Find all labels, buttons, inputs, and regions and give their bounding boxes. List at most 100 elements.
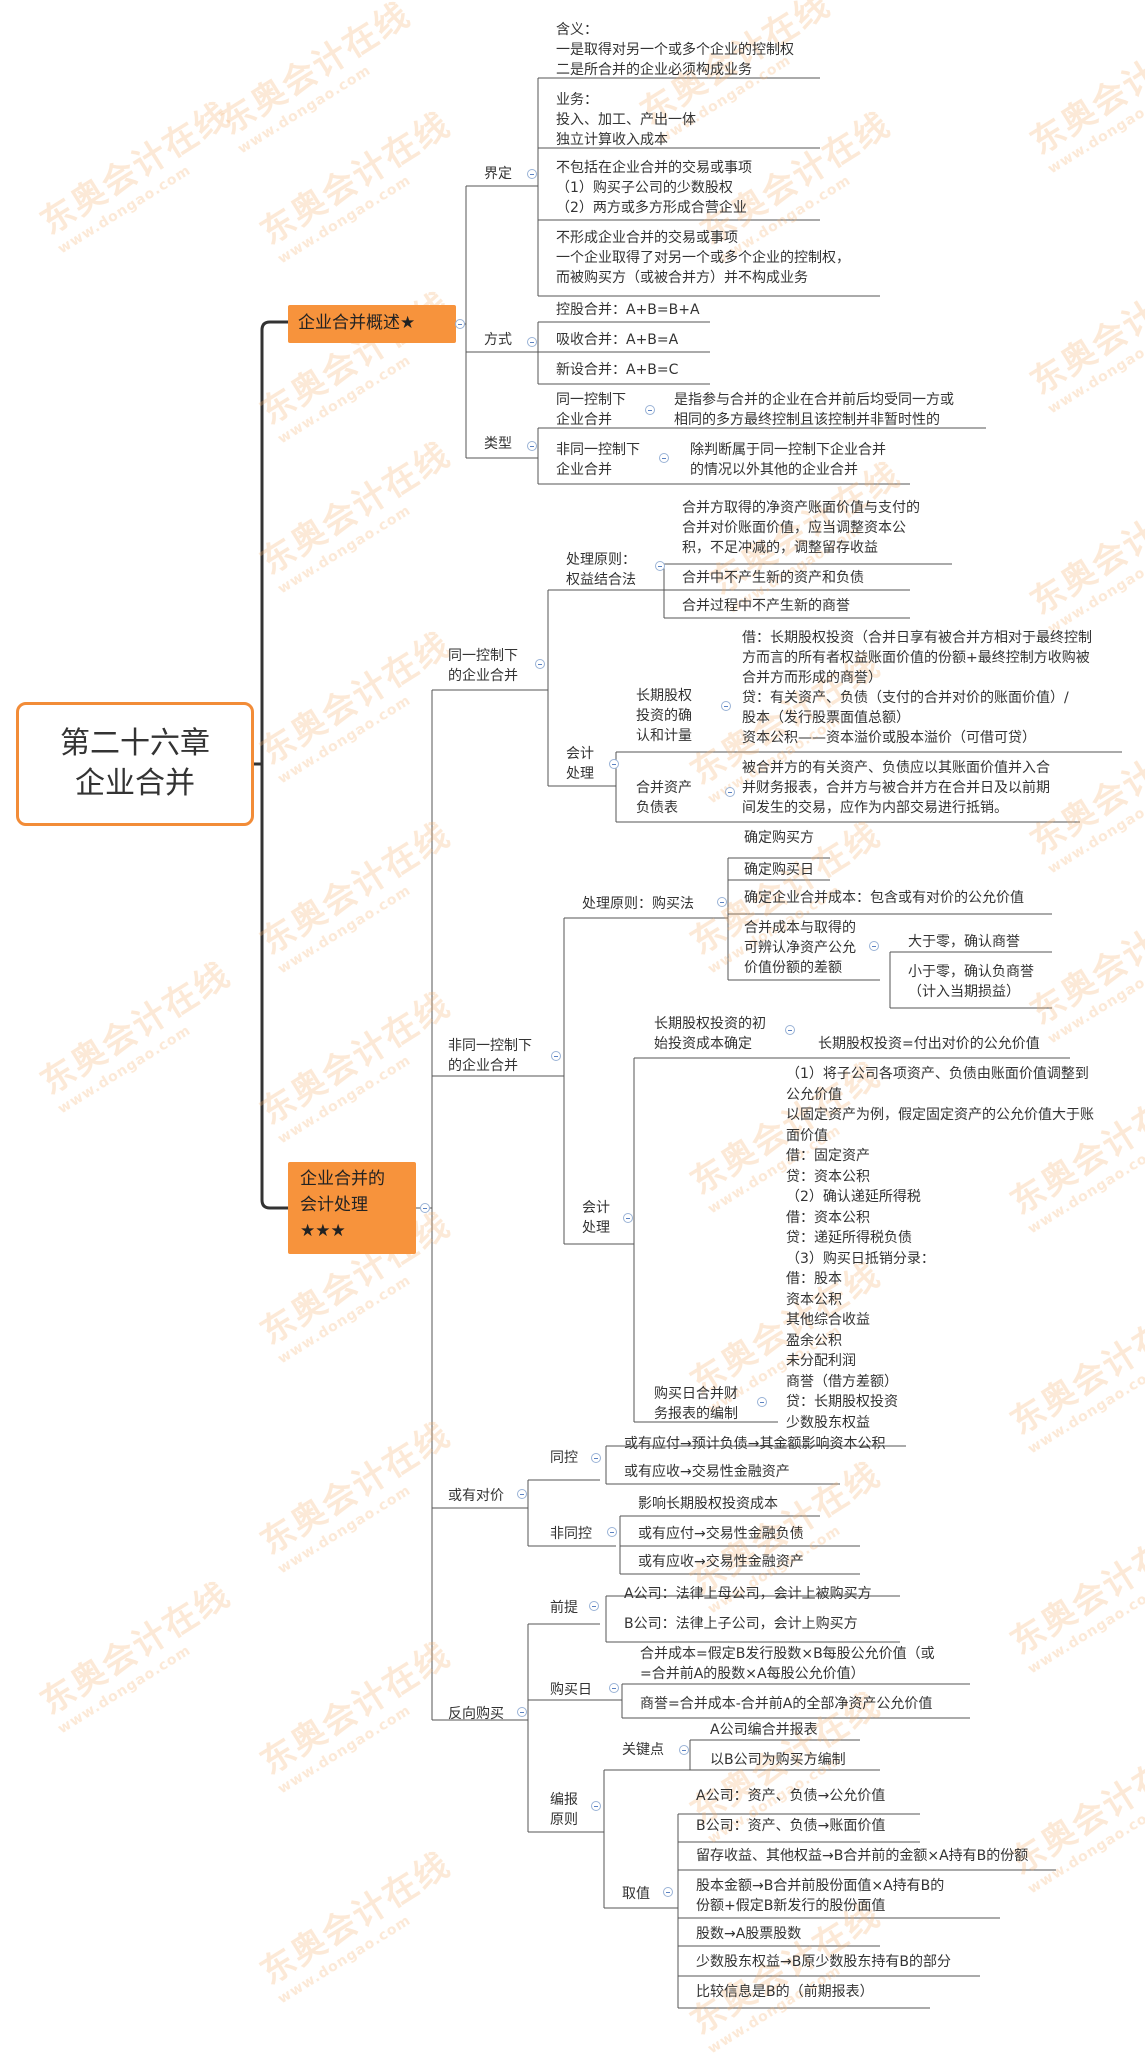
reverse-key-1[interactable]: A公司编合并报表 [710, 1720, 818, 1740]
collapse-icon[interactable] [517, 1489, 527, 1499]
reverse-label[interactable]: 反向购买 [448, 1704, 504, 1724]
topic-overview[interactable]: 企业合并概述★ [288, 305, 456, 343]
label-define[interactable]: 界定 [484, 164, 512, 184]
define-meaning[interactable]: 含义：一是取得对另一个或多个企业的控制权二是所合并的企业必须构成业务 [556, 20, 794, 80]
contingent-diff-3[interactable]: 或有应收→交易性金融资产 [638, 1552, 804, 1572]
reverse-value-6[interactable]: 少数股东权益→B原少数股东持有B的部分 [696, 1952, 951, 1972]
same-acct-label-line: 会计 [566, 746, 594, 762]
contingent-same-1[interactable]: 或有应付→预计负债→其金额影响资本公积 [624, 1434, 885, 1454]
same-merge-label[interactable]: 合并资产负债表 [636, 778, 692, 818]
reverse-date-cost[interactable]: 合并成本=假定B发行股数×B每股公允价值（或=合并前A的股数×A每股公允价值） [640, 1644, 935, 1684]
diff-acct-label[interactable]: 会计处理 [582, 1198, 610, 1238]
collapse-icon[interactable] [517, 1707, 527, 1717]
reverse-premise-label[interactable]: 前提 [550, 1598, 578, 1618]
collapse-icon[interactable] [607, 1527, 617, 1537]
reverse-value-2[interactable]: B公司：资产、负债→账面价值 [696, 1816, 885, 1836]
same-principle-label[interactable]: 处理原则：权益结合法 [566, 550, 636, 590]
diff-consol-label[interactable]: 购买日合并财务报表的编制 [654, 1384, 738, 1424]
contingent-label[interactable]: 或有对价 [448, 1486, 504, 1506]
reverse-key-label[interactable]: 关键点 [622, 1740, 664, 1760]
diff-lt-zero[interactable]: 小于零，确认负商誉（计入当期损益） [908, 962, 1034, 1002]
define-notform-line: 一个企业取得了对另一个或多个企业的控制权， [556, 250, 850, 266]
reverse-premise-a[interactable]: A公司：法律上母公司，会计上被购买方 [624, 1584, 872, 1604]
collapse-icon[interactable] [455, 319, 465, 329]
diff-item-date[interactable]: 确定购买日 [744, 860, 814, 880]
diff-principle-label[interactable]: 处理原则：购买法 [582, 894, 694, 914]
collapse-icon[interactable] [527, 337, 537, 347]
define-meaning-line: 一是取得对另一个或多个企业的控制权 [556, 42, 794, 58]
topic-accounting[interactable]: 企业合并的会计处理★★★ [288, 1162, 416, 1254]
reverse-value-4[interactable]: 股本金额→B合并前股份面值×A持有B的份额+假定B新发行的股份面值 [696, 1876, 944, 1916]
reverse-value-label[interactable]: 取值 [622, 1884, 650, 1904]
reverse-value-7[interactable]: 比较信息是B的（前期报表） [696, 1982, 874, 2002]
diff-control-label[interactable]: 非同一控制下的企业合并 [448, 1036, 532, 1076]
reverse-date-label[interactable]: 购买日 [550, 1680, 592, 1700]
collapse-icon[interactable] [609, 759, 619, 769]
contingent-diff-label[interactable]: 非同控 [550, 1524, 592, 1544]
reverse-report-label[interactable]: 编报原则 [550, 1790, 578, 1830]
collapse-icon[interactable] [717, 897, 727, 907]
collapse-icon[interactable] [535, 659, 545, 669]
type-same-label[interactable]: 同一控制下企业合并 [556, 390, 626, 430]
collapse-icon[interactable] [721, 701, 731, 711]
collapse-icon[interactable] [420, 1203, 430, 1213]
diff-difference-label[interactable]: 合并成本与取得的可辨认净资产公允价值份额的差额 [744, 918, 856, 978]
collapse-icon[interactable] [659, 453, 669, 463]
define-notform[interactable]: 不形成企业合并的交易或事项一个企业取得了对另一个或多个企业的控制权，而被购买方（… [556, 228, 850, 288]
reverse-key-2[interactable]: 以B公司为购买方编制 [710, 1750, 846, 1770]
diff-consol-text-line: 其他综合收益 [786, 1312, 870, 1328]
same-principle-3[interactable]: 合并过程中不产生新的商誉 [682, 596, 850, 616]
same-principle-1[interactable]: 合并方取得的净资产账面价值与支付的合并对价账面价值，应当调整资本公积，不足冲减的… [682, 498, 920, 558]
diff-item-cost[interactable]: 确定企业合并成本：包含或有对价的公允价值 [744, 888, 1024, 908]
reverse-value-1[interactable]: A公司：资产、负债→公允价值 [696, 1786, 885, 1806]
type-diff-label[interactable]: 非同一控制下企业合并 [556, 440, 640, 480]
define-business[interactable]: 业务：投入、加工、产出一体独立计算收入成本 [556, 90, 696, 150]
collapse-icon[interactable] [551, 1051, 561, 1061]
same-control-label[interactable]: 同一控制下的企业合并 [448, 646, 518, 686]
diff-consol-text-line: 借：股本 [786, 1271, 842, 1287]
collapse-icon[interactable] [869, 941, 879, 951]
contingent-diff-1[interactable]: 影响长期股权投资成本 [638, 1494, 778, 1514]
same-acct-label[interactable]: 会计处理 [566, 744, 594, 784]
collapse-icon[interactable] [589, 1601, 599, 1611]
type-diff-desc[interactable]: 除判断属于同一控制下企业合并的情况以外其他的企业合并 [690, 440, 886, 480]
same-lti-label[interactable]: 长期股权投资的确认和计量 [636, 686, 692, 746]
diff-item-buyer[interactable]: 确定购买方 [744, 828, 814, 848]
diff-gt-zero[interactable]: 大于零，确认商誉 [908, 932, 1020, 952]
method-absorb[interactable]: 吸收合并：A+B=A [556, 330, 678, 350]
reverse-premise-b[interactable]: B公司：法律上子公司，会计上购买方 [624, 1614, 858, 1634]
same-merge-text[interactable]: 被合并方的有关资产、负债应以其账面价值并入合并财务报表，合并方与被合并方在合并日… [742, 758, 1050, 818]
contingent-diff-2[interactable]: 或有应付→交易性金融负债 [638, 1524, 804, 1544]
collapse-icon[interactable] [725, 787, 735, 797]
collapse-icon[interactable] [645, 405, 655, 415]
diff-initial-text[interactable]: 长期股权投资=付出对价的公允价值 [818, 1034, 1040, 1054]
define-exclude[interactable]: 不包括在企业合并的交易或事项（1）购买子公司的少数股权（2）两方或多方形成合营企… [556, 158, 752, 218]
method-new[interactable]: 新设合并：A+B=C [556, 360, 678, 380]
root-topic[interactable]: 第二十六章企业合并 [16, 702, 254, 826]
label-type[interactable]: 类型 [484, 434, 512, 454]
collapse-icon[interactable] [757, 1397, 767, 1407]
contingent-same-2[interactable]: 或有应收→交易性金融资产 [624, 1462, 790, 1482]
reverse-value-3[interactable]: 留存收益、其他权益→B合并前的金额×A持有B的份额 [696, 1846, 1028, 1866]
reverse-value-5[interactable]: 股数→A股票股数 [696, 1924, 801, 1944]
type-same-desc[interactable]: 是指参与合并的企业在合并前后均受同一方或相同的多方最终控制且该控制并非暂时性的 [674, 390, 954, 430]
same-lti-text[interactable]: 借：长期股权投资（合并日享有被合并方相对于最终控制方而言的所有者权益账面价值的份… [742, 628, 1092, 748]
collapse-icon[interactable] [663, 1887, 673, 1897]
collapse-icon[interactable] [655, 561, 665, 571]
collapse-icon[interactable] [785, 1025, 795, 1035]
method-holding[interactable]: 控股合并：A+B=B+A [556, 300, 700, 320]
collapse-icon[interactable] [591, 1801, 601, 1811]
reverse-date-goodwill[interactable]: 商誉=合并成本-合并前A的全部净资产公允价值 [640, 1694, 932, 1714]
collapse-icon[interactable] [679, 1745, 689, 1755]
label-method[interactable]: 方式 [484, 330, 512, 350]
collapse-icon[interactable] [527, 169, 537, 179]
diff-consol-text[interactable]: （1）将子公司各项资产、负债由账面价值调整到公允价值以固定资产为例，假定固定资产… [786, 1064, 1094, 1433]
contingent-same-label[interactable]: 同控 [550, 1448, 578, 1468]
collapse-icon[interactable] [609, 1683, 619, 1693]
diff-initial-label[interactable]: 长期股权投资的初始投资成本确定 [654, 1014, 766, 1054]
collapse-icon[interactable] [527, 441, 537, 451]
collapse-icon[interactable] [591, 1453, 601, 1463]
collapse-icon[interactable] [623, 1213, 633, 1223]
diff-item-cost-line: 确定企业合并成本：包含或有对价的公允价值 [744, 890, 1024, 906]
same-principle-2[interactable]: 合并中不产生新的资产和负债 [682, 568, 864, 588]
